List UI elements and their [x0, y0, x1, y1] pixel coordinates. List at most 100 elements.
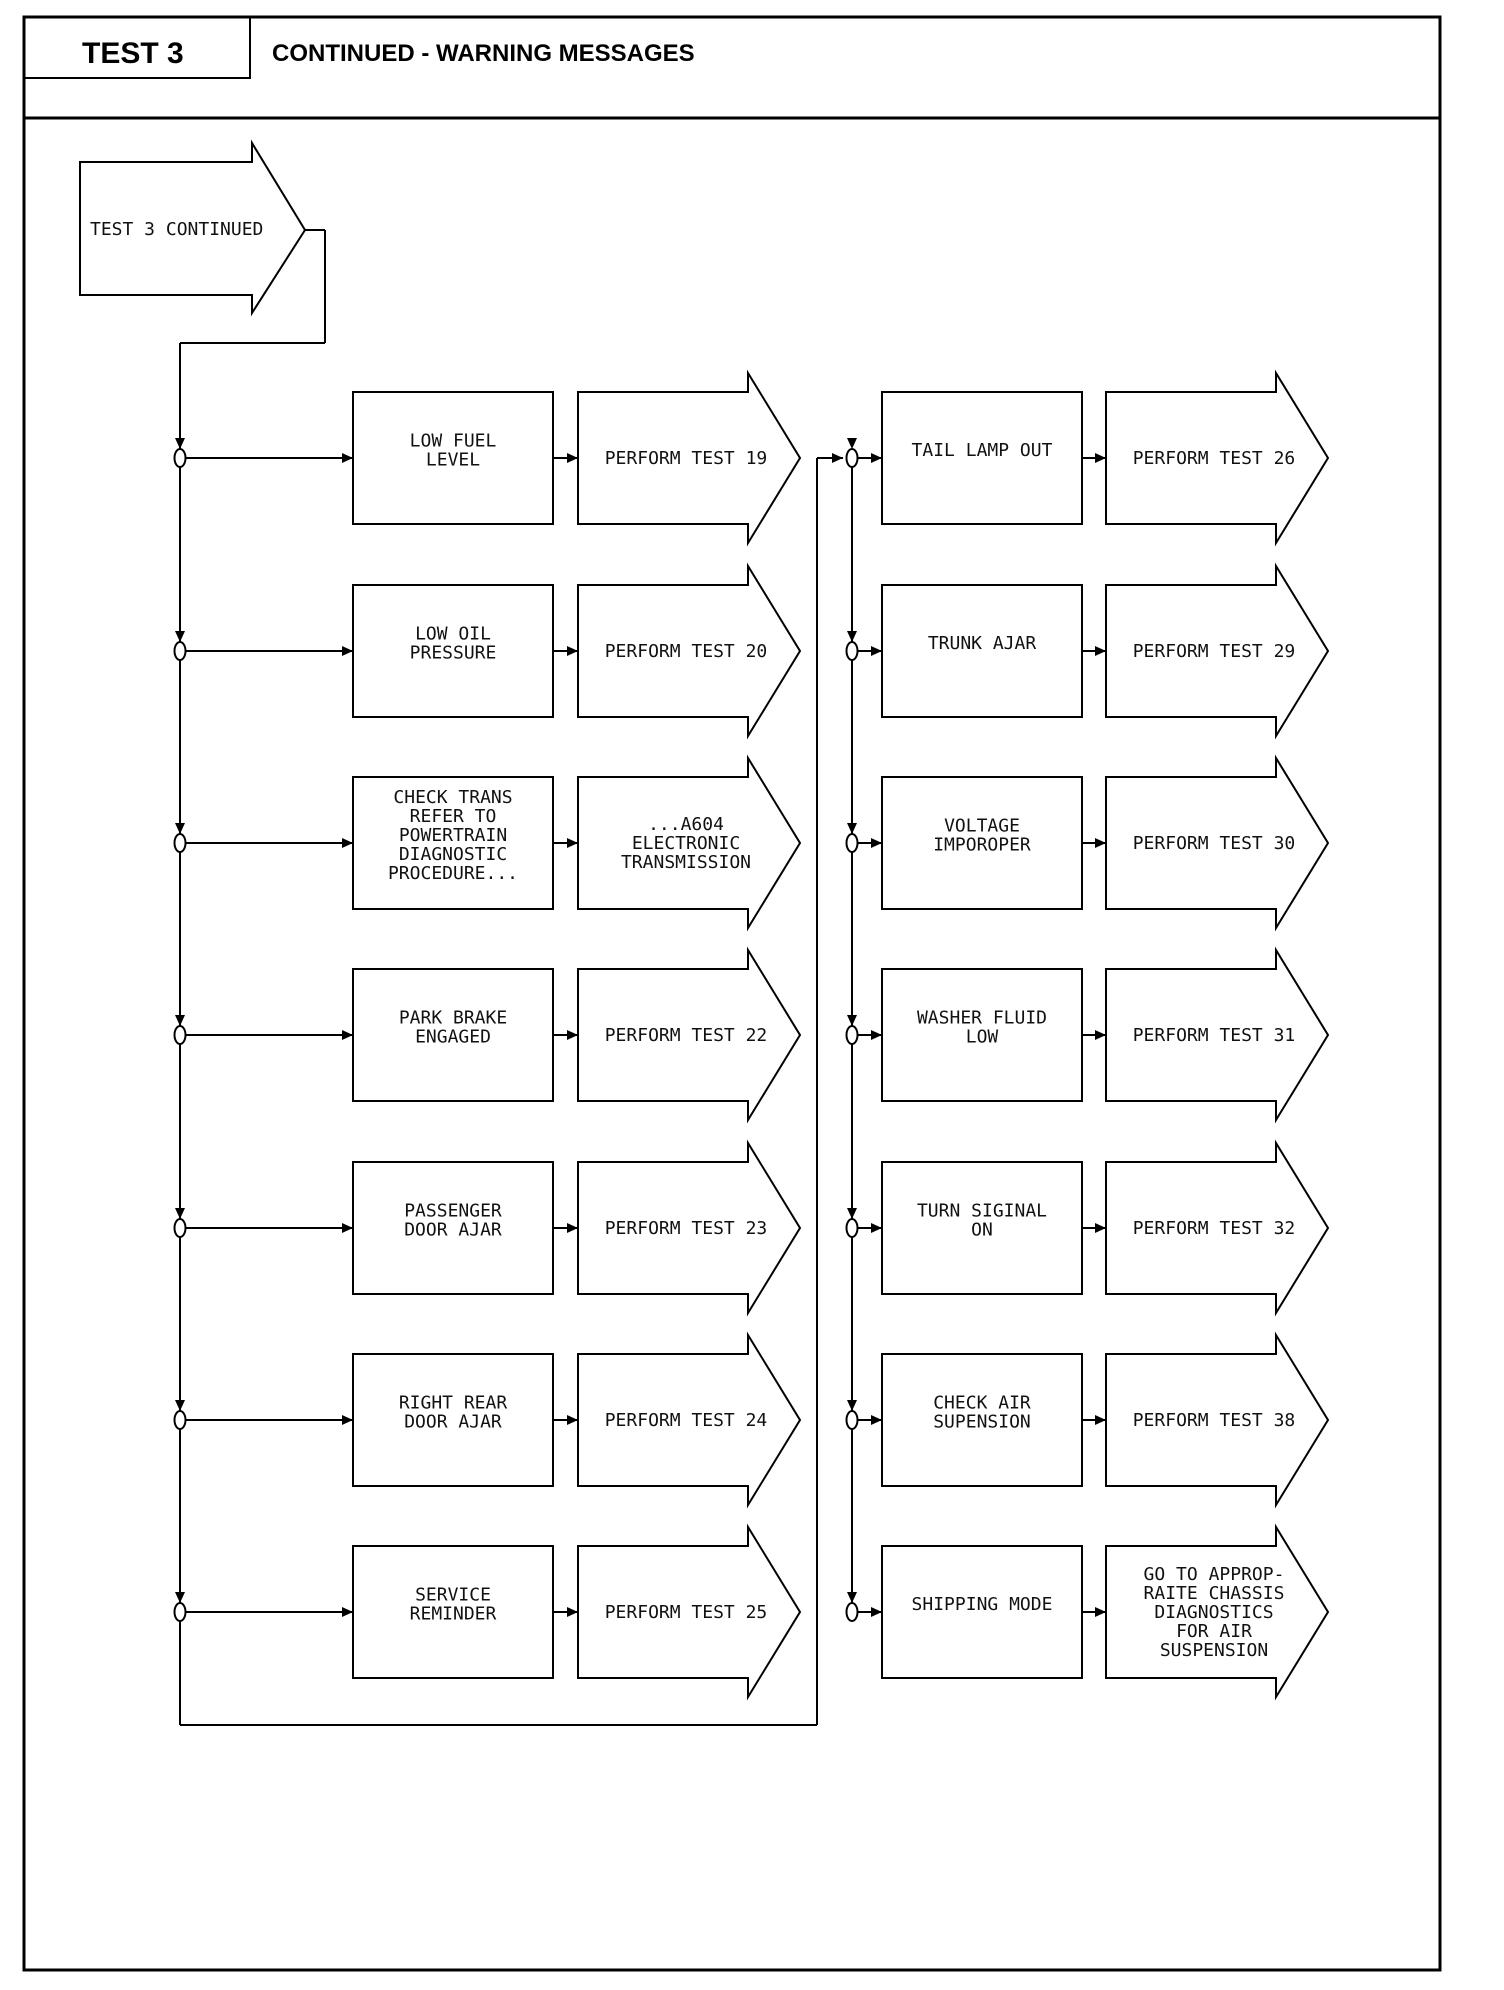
action-arrow — [1105, 562, 1330, 740]
arrowhead — [342, 453, 353, 463]
action-text: PERFORM TEST 38 — [1133, 1410, 1296, 1431]
warning-message-text: REFER TO — [410, 806, 497, 827]
arrowhead — [1095, 1223, 1106, 1233]
warning-message-box — [881, 776, 1083, 910]
bus-arrowhead — [175, 1208, 185, 1219]
action-text: PERFORM TEST 24 — [605, 1410, 768, 1431]
arrowhead — [567, 646, 578, 656]
arrowhead — [871, 1607, 882, 1617]
action-arrow — [577, 1523, 802, 1701]
warning-message-text: DOOR AJAR — [404, 1412, 502, 1433]
action-text: SUSPENSION — [1160, 1640, 1268, 1661]
action-text: PERFORM TEST 22 — [605, 1025, 768, 1046]
arrowhead — [1095, 1415, 1106, 1425]
arrowhead — [342, 838, 353, 848]
junction — [173, 1410, 187, 1430]
bus-arrowhead — [175, 631, 185, 642]
action-text: PERFORM TEST 23 — [605, 1218, 768, 1239]
warning-message-box — [881, 584, 1083, 718]
arrowhead — [567, 838, 578, 848]
warning-message-text: IMPOROPER — [933, 835, 1031, 856]
action-text: TRANSMISSION — [621, 852, 751, 873]
action-arrow — [577, 1139, 802, 1317]
warning-message-box — [881, 391, 1083, 525]
warning-message-text: ENGAGED — [415, 1027, 491, 1048]
bus-arrowhead — [175, 1400, 185, 1411]
warning-message-box — [352, 1353, 554, 1487]
action-arrow — [577, 369, 802, 547]
action-text: DIAGNOSTICS — [1154, 1602, 1273, 1623]
action-text: PERFORM TEST 31 — [1133, 1025, 1296, 1046]
arrowhead — [1095, 1607, 1106, 1617]
bus-arrowhead — [847, 438, 857, 449]
action-text: PERFORM TEST 30 — [1133, 833, 1296, 854]
action-text: ELECTRONIC — [632, 833, 740, 854]
bus-arrowhead — [175, 1592, 185, 1603]
warning-message-box — [881, 1545, 1083, 1679]
junction — [845, 641, 859, 661]
arrowhead — [1095, 1030, 1106, 1040]
arrowhead — [871, 838, 882, 848]
action-text: PERFORM TEST 19 — [605, 448, 768, 469]
action-text: PERFORM TEST 25 — [605, 1602, 768, 1623]
action-arrow — [577, 946, 802, 1124]
junction — [845, 448, 859, 468]
arrowhead — [342, 1607, 353, 1617]
action-arrow — [1105, 946, 1330, 1124]
bus-arrowhead — [175, 823, 185, 834]
junction — [173, 1218, 187, 1238]
arrowhead — [871, 646, 882, 656]
warning-message-text: PASSENGER — [404, 1201, 502, 1222]
action-text: RAITE CHASSIS — [1144, 1583, 1285, 1604]
page-frame — [22, 15, 1442, 1972]
test-label: TEST 3 — [82, 37, 184, 70]
warning-message-text: LOW FUEL — [410, 431, 497, 452]
warning-message-text: REMINDER — [410, 1604, 497, 1625]
arrowhead — [871, 453, 882, 463]
junction — [845, 833, 859, 853]
warning-message-text: SUPENSION — [933, 1412, 1031, 1433]
warning-message-box — [352, 1545, 554, 1679]
bus-arrowhead — [847, 1015, 857, 1026]
bus-arrowhead — [847, 631, 857, 642]
arrowhead — [567, 1415, 578, 1425]
start-label: TEST 3 CONTINUED — [90, 219, 263, 240]
warning-message-box — [881, 968, 1083, 1102]
action-text: PERFORM TEST 26 — [1133, 448, 1296, 469]
arrowhead — [567, 1607, 578, 1617]
warning-message-text: LEVEL — [426, 450, 480, 471]
warning-message-text: CHECK AIR — [933, 1393, 1031, 1414]
bus-arrowhead — [847, 1208, 857, 1219]
test-label-box — [23, 16, 251, 79]
arrowhead — [871, 1030, 882, 1040]
arrowhead — [567, 1223, 578, 1233]
action-arrow — [577, 1331, 802, 1509]
arrowhead — [567, 453, 578, 463]
junction — [173, 448, 187, 468]
warning-message-text: ON — [971, 1220, 993, 1241]
action-arrow — [577, 754, 802, 932]
warning-message-text: SHIPPING MODE — [912, 1594, 1053, 1615]
arrowhead — [342, 1415, 353, 1425]
page-title: CONTINUED - WARNING MESSAGES — [272, 40, 695, 67]
arrowhead — [342, 1030, 353, 1040]
warning-message-box — [352, 1161, 554, 1295]
warning-message-text: RIGHT REAR — [399, 1393, 508, 1414]
arrowhead — [342, 1223, 353, 1233]
action-arrow — [1105, 754, 1330, 932]
action-text: ...A604 — [648, 814, 724, 835]
warning-message-text: SERVICE — [415, 1585, 491, 1606]
warning-message-box — [352, 584, 554, 718]
warning-message-box — [352, 391, 554, 525]
junction — [845, 1602, 859, 1622]
warning-message-text: PARK BRAKE — [399, 1008, 507, 1029]
bus-arrowhead — [847, 1592, 857, 1603]
bus-arrowhead — [175, 1015, 185, 1026]
action-arrow — [1105, 1331, 1330, 1509]
bus-arrowhead — [847, 1400, 857, 1411]
arrowhead — [1095, 838, 1106, 848]
warning-message-text: POWERTRAIN — [399, 825, 507, 846]
warning-message-text: DOOR AJAR — [404, 1220, 502, 1241]
